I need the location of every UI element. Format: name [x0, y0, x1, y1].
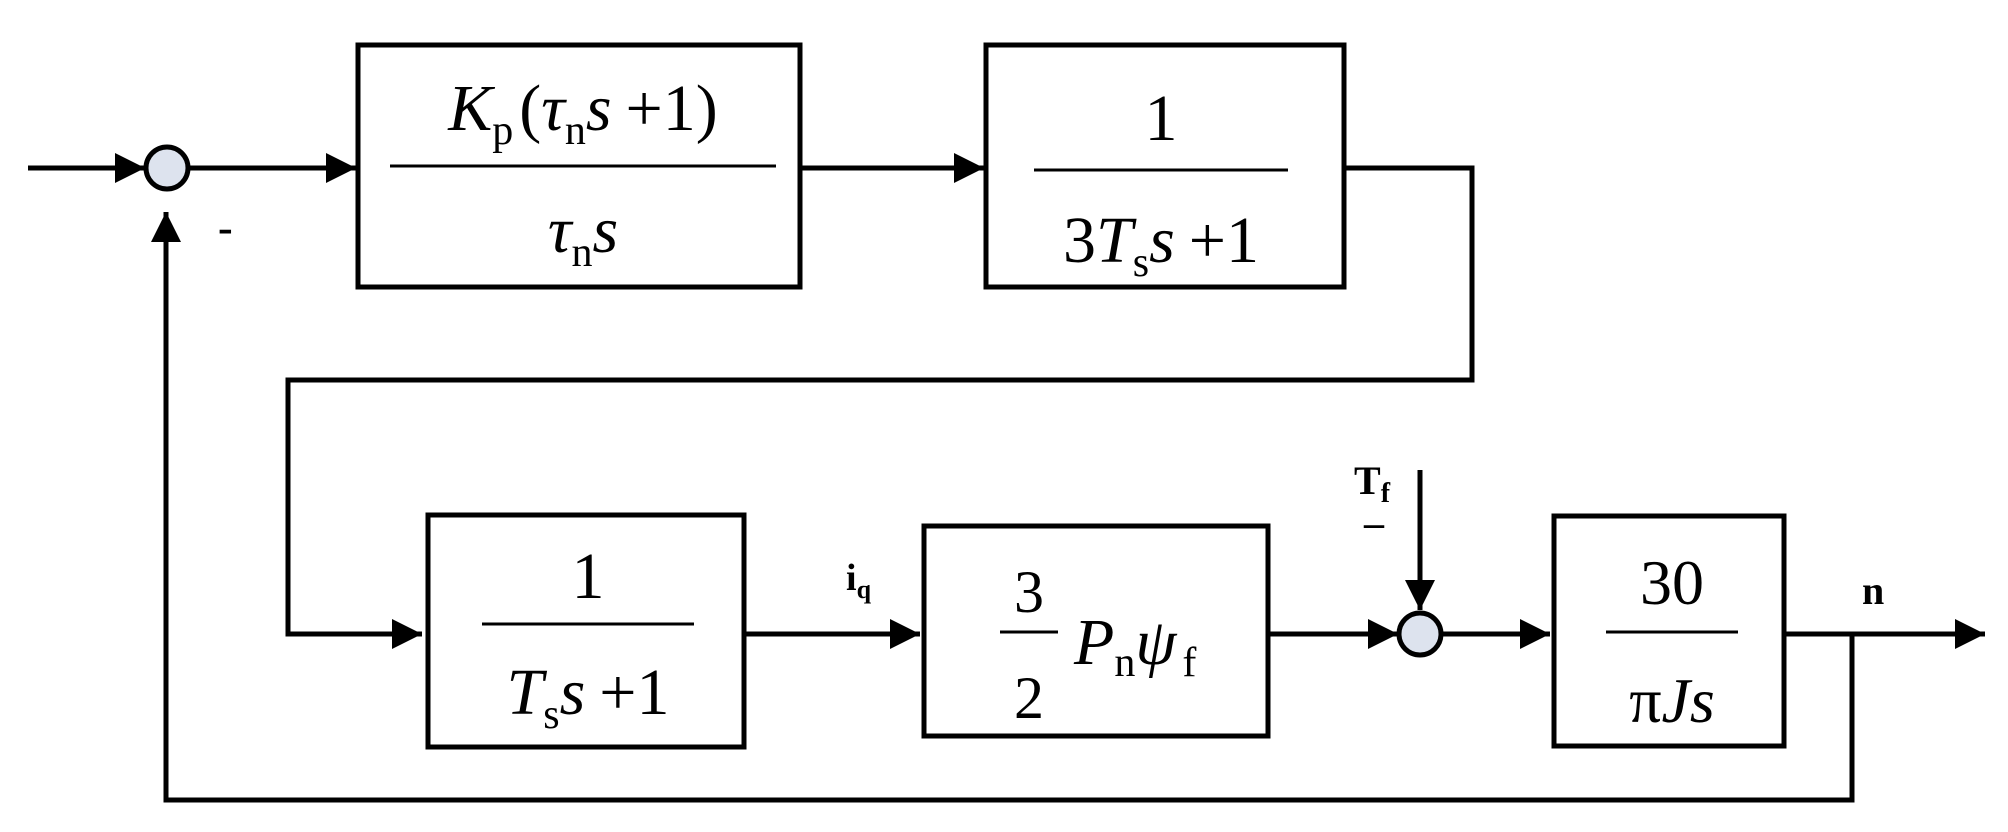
feedback-line	[151, 212, 1855, 803]
pi-numerator: Kp(τns+1)	[447, 72, 718, 154]
filter-denominator: 3Tss+1	[1063, 204, 1259, 286]
current-denominator: Tss+1	[507, 656, 670, 738]
n-output-label: n	[1862, 568, 1884, 613]
torque-numerator: 3	[1014, 559, 1044, 625]
torque-denominator: 2	[1014, 665, 1044, 731]
filter-block	[983, 42, 1347, 290]
iq-label: iq	[846, 557, 872, 604]
tf-label: Tf	[1354, 458, 1391, 509]
filter-to-current-arrow	[285, 165, 1475, 649]
feedback-minus-label: -	[218, 203, 233, 252]
pi-denominator: τns	[548, 194, 618, 276]
mech-numerator: 30	[1640, 547, 1704, 618]
filter-numerator: 1	[1145, 82, 1178, 155]
torque-constant-block	[921, 523, 1271, 739]
mech-denominator: πJs	[1629, 665, 1715, 736]
summing-junction-2	[1396, 610, 1444, 658]
current-loop-block	[425, 512, 747, 750]
tf-minus-label: –	[1363, 500, 1385, 545]
current-numerator: 1	[572, 540, 605, 613]
summing-junction-1	[143, 144, 191, 192]
